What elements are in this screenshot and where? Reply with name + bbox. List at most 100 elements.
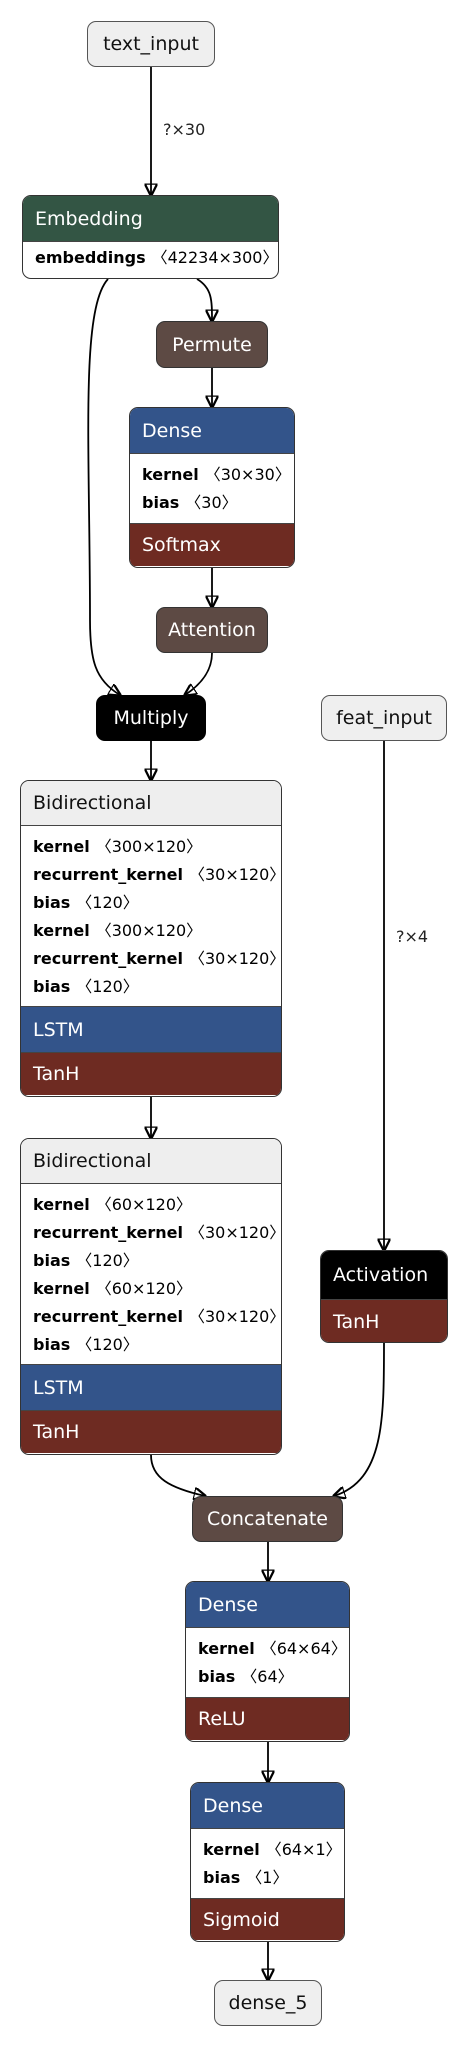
attr-name: recurrent_kernel (33, 865, 183, 884)
text-input-label: text_input (103, 33, 199, 55)
edge-embedding-to-permute (196, 278, 212, 321)
activation-tanh: TanH (321, 1299, 447, 1342)
attr-shape: 〈1〉 (246, 1868, 289, 1887)
edge-label-text-shape: ?×30 (163, 120, 206, 139)
attr-name: recurrent_kernel (33, 1223, 183, 1242)
attr-name: kernel (33, 1279, 90, 1298)
bidirectional-2-attrs: kernel〈60×120〉 recurrent_kernel〈30×120〉 … (21, 1184, 281, 1364)
edge-activation-to-concatenate (334, 1342, 385, 1496)
attr-row: kernel 〈60×120〉 (33, 1275, 269, 1303)
bidirectional-1-node[interactable]: Bidirectional kernel 〈300×120〉 recurrent_… (20, 780, 282, 1097)
dense-relu-header: Dense (186, 1582, 349, 1627)
attr-name: kernel (198, 1639, 255, 1658)
dense-relu-node[interactable]: Dense kernel 〈64×64〉 bias 〈64〉 ReLU (185, 1581, 350, 1742)
dense-5-label: dense_5 (228, 1992, 308, 2014)
activation-header: Activation (321, 1251, 447, 1299)
attr-name: recurrent_kernel (33, 1307, 183, 1326)
attr-shape: 〈30×30〉 (204, 465, 291, 484)
edge-bidir2-to-concatenate (150, 1454, 205, 1496)
attr-name: kernel (33, 921, 90, 940)
dense-softmax-node[interactable]: Dense kernel 〈30×30〉 bias 〈30〉 Softmax (129, 407, 295, 568)
attr-row: bias 〈120〉 (33, 973, 269, 1001)
attr-shape: 〈60×120〉 (95, 1195, 192, 1214)
attr-shape: 〈30×120〉 (188, 949, 282, 968)
attr-name: recurrent_kernel (33, 949, 183, 968)
dense-relu-activation: ReLU (186, 1697, 349, 1740)
text-input-node[interactable]: text_input (87, 21, 215, 67)
attr-name: bias (33, 977, 71, 996)
attr-name: bias (203, 1868, 241, 1887)
attr-shape: 〈64〉 (241, 1667, 294, 1686)
concatenate-label: Concatenate (207, 1508, 328, 1530)
dense-softmax-activation: Softmax (130, 523, 294, 566)
bidirectional-1-header: Bidirectional (21, 781, 281, 826)
dense-sigmoid-node[interactable]: Dense kernel〈64×1〉 bias〈1〉 Sigmoid (190, 1782, 345, 1942)
attr-name: bias (142, 493, 180, 512)
dense-softmax-header: Dense (130, 408, 294, 453)
bidirectional-2-activation: TanH (21, 1410, 281, 1453)
attr-row: bias 〈64〉 (198, 1663, 337, 1691)
attr-shape: 〈300×120〉 (95, 837, 203, 856)
attr-row: bias 〈30〉 (142, 489, 282, 517)
attr-row: kernel 〈64×64〉 (198, 1635, 347, 1663)
bidirectional-1-activation: TanH (21, 1052, 281, 1095)
embedding-node[interactable]: Embedding embeddings 〈42234×300〉 (22, 195, 279, 279)
attr-row: recurrent_kernel 〈30×120〉 (33, 861, 281, 889)
attr-name: embeddings (35, 248, 146, 267)
bidirectional-2-layer: LSTM (21, 1364, 281, 1410)
attr-name: kernel (33, 1195, 90, 1214)
feat-input-label: feat_input (336, 707, 432, 729)
permute-label: Permute (172, 333, 252, 356)
attr-shape: 〈120〉 (76, 1251, 139, 1270)
bidirectional-2-header: Bidirectional (21, 1139, 281, 1184)
attr-shape: 〈30×120〉 (188, 865, 282, 884)
embedding-header: Embedding (23, 196, 278, 241)
attr-name: kernel (33, 837, 90, 856)
attr-shape: 〈120〉 (76, 977, 139, 996)
attention-label: Attention (168, 619, 256, 641)
attr-name: bias (198, 1667, 236, 1686)
dense-sigmoid-attrs: kernel 〈64×1〉 bias 〈1〉 (191, 1828, 344, 1898)
attr-shape: 〈300×120〉 (95, 921, 203, 940)
attr-shape: 〈30〉 (185, 493, 238, 512)
edge-label-feat-shape: ?×4 (396, 927, 429, 946)
attr-row: recurrent_kernel〈30×120〉 (33, 1219, 281, 1247)
attr-name: kernel (142, 465, 199, 484)
multiply-label: Multiply (113, 707, 189, 729)
attr-row: kernel 〈300×120〉 (33, 833, 269, 861)
attr-row: kernel 〈30×30〉 (142, 461, 291, 489)
activation-node[interactable]: Activation TanH (320, 1250, 448, 1343)
attr-shape: 〈42234×300〉 (151, 248, 279, 267)
dense-relu-attrs: kernel 〈64×64〉 bias 〈64〉 (186, 1627, 349, 1697)
attr-name: bias (33, 893, 71, 912)
attr-shape: 〈60×120〉 (95, 1279, 192, 1298)
edge-attention-to-multiply (185, 652, 213, 695)
attr-shape: 〈64×64〉 (260, 1639, 347, 1658)
bidirectional-2-node[interactable]: Bidirectional kernel 〈60×120〉 recurrent_k… (20, 1138, 282, 1455)
dense-5-node[interactable]: dense_5 (214, 1980, 322, 2026)
edge-embedding-to-multiply (87, 278, 120, 695)
feat-input-node[interactable]: feat_input (321, 695, 447, 741)
attr-row: bias 〈120〉 (33, 889, 269, 917)
attr-name: bias (33, 1251, 71, 1270)
attr-row: kernel 〈64×1〉 (203, 1836, 342, 1864)
attr-shape: 〈64×1〉 (265, 1840, 342, 1859)
permute-node[interactable]: Permute (156, 321, 268, 368)
attention-node[interactable]: Attention (156, 607, 268, 653)
multiply-node[interactable]: Multiply (96, 695, 206, 741)
attr-shape: 〈30×120〉 (188, 1307, 282, 1326)
attr-row: bias 〈1〉 (203, 1864, 332, 1892)
attr-row: embeddings 〈42234×300〉 (35, 244, 278, 272)
concatenate-node[interactable]: Concatenate (192, 1496, 343, 1542)
attr-row: recurrent_kernel 〈30×120〉 (33, 1303, 281, 1331)
bidirectional-1-layer: LSTM (21, 1006, 281, 1052)
attr-row: recurrent_kernel 〈30×120〉 (33, 945, 281, 973)
bidirectional-1-attrs: kernel 〈300×120〉 recurrent_kernel 〈30×120〉… (21, 826, 281, 1006)
attr-shape: 〈120〉 (76, 893, 139, 912)
attr-row: bias 〈120〉 (33, 1247, 269, 1275)
attr-name: kernel (203, 1840, 260, 1859)
attr-row: kernel 〈300×120〉 (33, 917, 269, 945)
attr-shape: 〈120〉 (76, 1335, 139, 1354)
attr-row: kernel 〈60×120〉 (33, 1191, 269, 1219)
